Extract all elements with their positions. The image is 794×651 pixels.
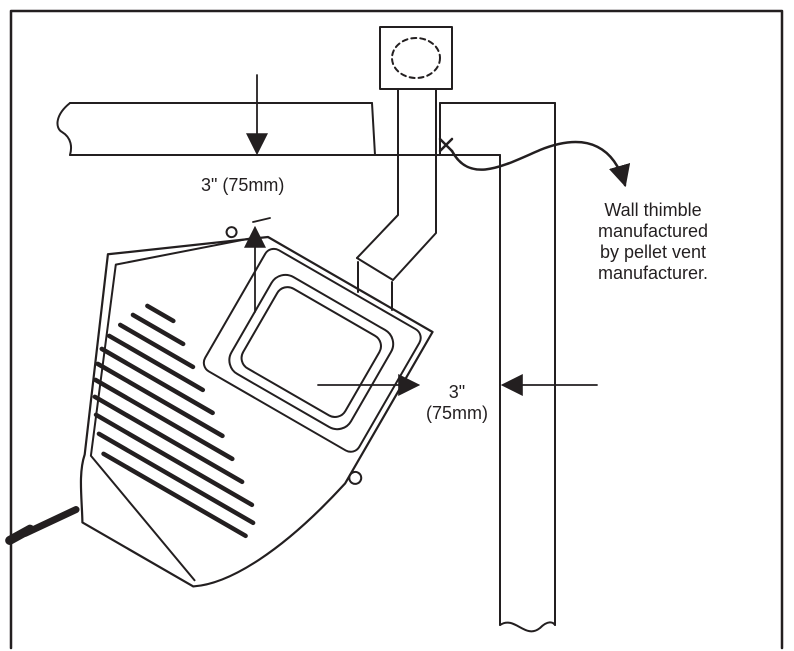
stove-knob [348, 470, 363, 485]
dimension-arrows [244, 74, 598, 396]
side-clearance-label: 3" (75mm) [410, 382, 504, 424]
pellet-stove [5, 226, 434, 588]
vent-opening [391, 37, 441, 79]
thimble-line4: manufacturer. [597, 263, 709, 283]
thimble-line2: manufactured [597, 221, 709, 241]
thimble-line1: Wall thimble [604, 200, 702, 220]
stove-grill [92, 303, 256, 539]
vertical-wall [499, 102, 556, 633]
horizontal-wall [56, 102, 556, 156]
stove-handle [21, 506, 80, 537]
frame-border [9, 9, 784, 650]
side-clearance-line1: 3" [448, 382, 466, 402]
vent-pipe [356, 26, 453, 311]
stove-body [79, 235, 434, 588]
top-clearance-label: 3" (75mm) [201, 175, 285, 195]
thimble-label: Wall thimble manufactured by pellet vent… [558, 200, 748, 284]
thimble-line3: by pellet vent [599, 242, 707, 262]
thimble-leader [450, 140, 631, 188]
vent-cap [379, 26, 453, 90]
thimble-x-mark [438, 137, 454, 153]
side-clearance-line2: (75mm) [426, 403, 488, 423]
stove-window [228, 273, 395, 431]
